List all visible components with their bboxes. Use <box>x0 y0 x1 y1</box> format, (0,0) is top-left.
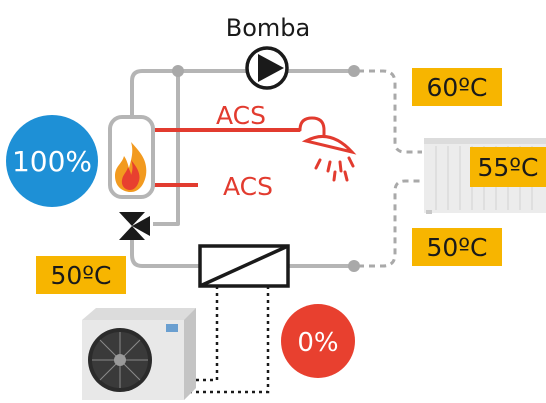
pump-icon <box>245 46 289 90</box>
junction-dot <box>348 260 360 272</box>
heat-pump-pipes <box>186 286 270 394</box>
pump-label: Bomba <box>226 14 310 42</box>
temp-return-label: 50ºC <box>426 233 487 262</box>
flame-icon <box>115 142 147 192</box>
junction-dot <box>172 65 184 77</box>
temp-supply-label: 60ºC <box>426 73 487 102</box>
boiler-load-badge <box>6 115 98 207</box>
return-pipe <box>130 238 352 268</box>
radiator-pipes <box>358 69 422 268</box>
acs-lines <box>153 128 300 187</box>
acs-label-bottom: ACS <box>223 172 273 201</box>
pipe-network <box>130 69 352 268</box>
temp-heat-pump-box <box>36 256 126 294</box>
temp-radiator-box <box>470 147 546 187</box>
temp-return-box <box>412 228 502 266</box>
temp-heat-pump-label: 50ºC <box>50 261 111 290</box>
heat-pump-load-badge <box>281 304 355 378</box>
acs-label-top: ACS <box>216 101 266 130</box>
heat-pump-supply-pipe <box>192 286 219 382</box>
supply-pipe <box>130 69 352 117</box>
temp-radiator-label: 55ºC <box>477 153 538 182</box>
temp-supply-box <box>412 68 502 106</box>
shower-icon <box>298 116 357 182</box>
radiator-supply-pipe <box>358 69 422 154</box>
heat-pump-load-value: 0% <box>297 328 338 358</box>
boiler <box>108 115 155 199</box>
heat-exchanger-icon <box>198 244 290 288</box>
heat-pump-return-pipe <box>186 286 270 394</box>
three-way-valve-icon <box>119 212 150 240</box>
bypass-pipe <box>153 71 180 226</box>
heat-pump-unit-icon <box>82 308 196 400</box>
junction-dot <box>348 65 360 77</box>
boiler-load-value: 100% <box>12 145 92 178</box>
